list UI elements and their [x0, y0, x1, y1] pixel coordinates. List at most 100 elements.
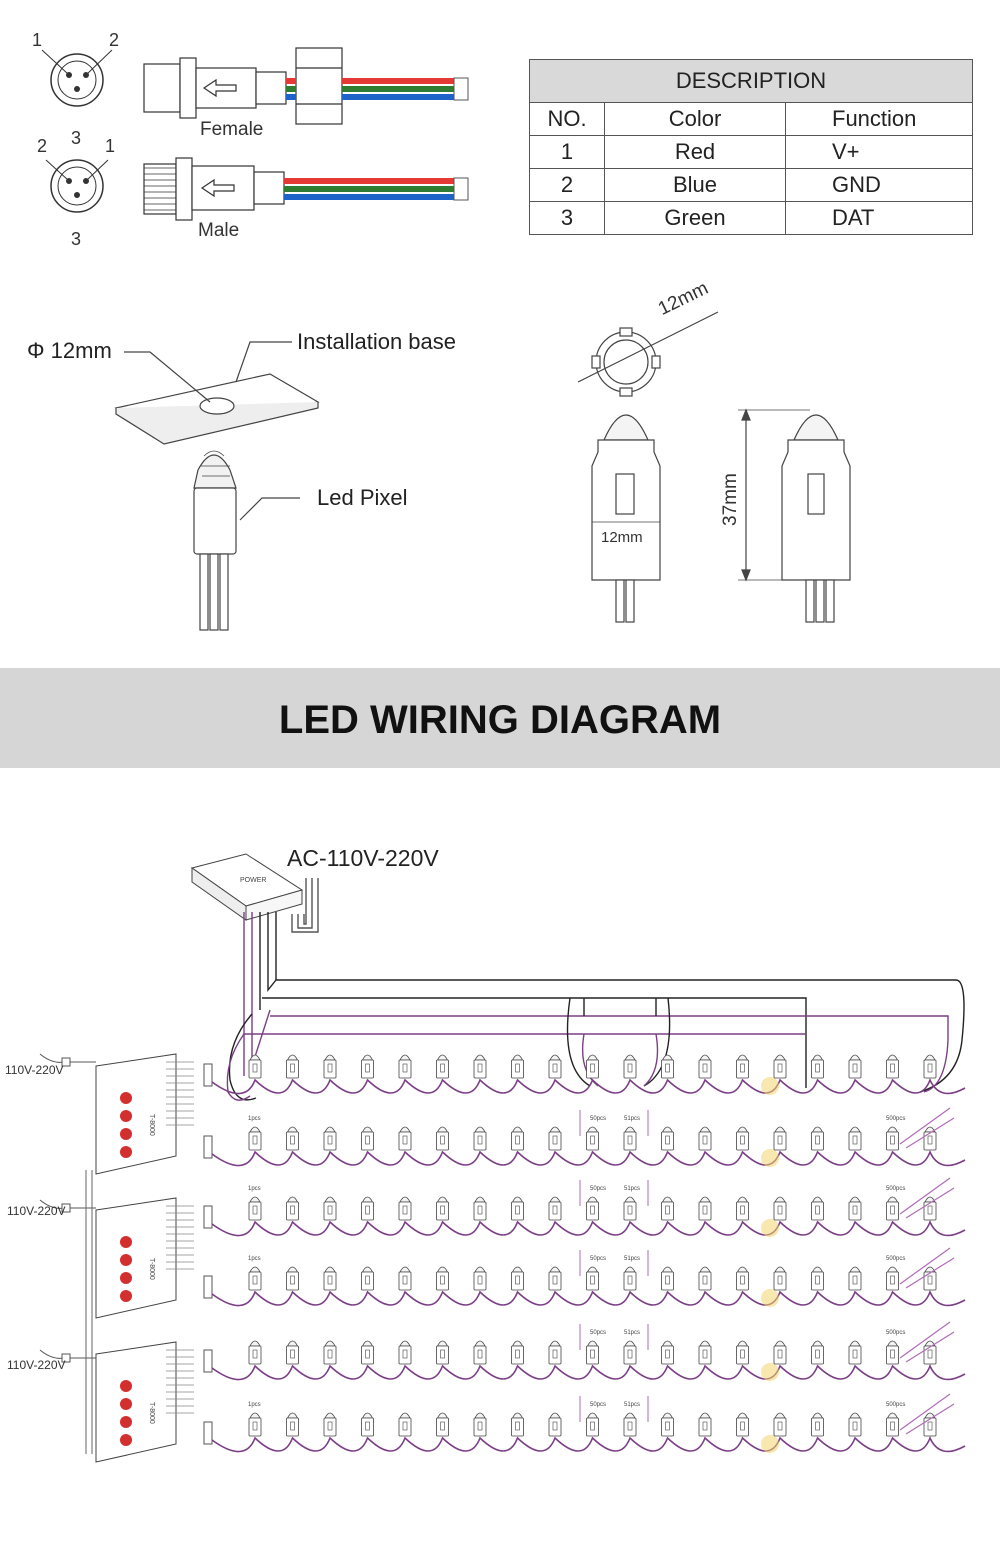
led-pixel — [323, 1340, 337, 1365]
led-pixel — [661, 1266, 674, 1291]
section-band — [0, 668, 1000, 768]
led-pixel — [286, 1266, 299, 1291]
led-pixel — [773, 1340, 787, 1365]
led-pixel — [248, 1126, 262, 1151]
led-pixel — [511, 1126, 524, 1151]
led-pixel — [848, 1412, 862, 1437]
led-pixel — [623, 1266, 637, 1291]
controller-button — [120, 1272, 132, 1284]
led-pixel — [398, 1054, 412, 1079]
row-input-connector — [203, 1349, 213, 1373]
pixel-glow — [761, 1435, 779, 1453]
led-pixel — [248, 1054, 262, 1079]
led-pixel — [436, 1340, 449, 1365]
male-pin-3-label: 3 — [71, 229, 82, 249]
power-text: POWER — [240, 877, 266, 884]
led-pixel — [548, 1126, 562, 1151]
row-input-connector — [203, 1421, 213, 1445]
controller-button — [120, 1236, 132, 1248]
row-count-label: 1pcs — [248, 1116, 261, 1122]
controller-button — [120, 1110, 132, 1122]
led-pixel — [923, 1266, 937, 1291]
male-label: Male — [198, 220, 240, 241]
row-injection-wires — [579, 1110, 649, 1136]
connector-diagram — [41, 47, 469, 221]
led-pixel — [548, 1054, 562, 1079]
row-function: DAT — [785, 201, 973, 235]
row-count-label: 51pcs — [624, 1116, 640, 1122]
side-view-front — [591, 414, 661, 623]
male-connector — [143, 157, 285, 221]
led-pixel — [886, 1126, 899, 1151]
led-pixel — [586, 1412, 599, 1437]
led-pixel — [323, 1196, 337, 1221]
led-pixel — [811, 1340, 824, 1365]
header-no: NO. — [529, 102, 605, 136]
row-output-wires — [899, 1177, 955, 1219]
led-pixel — [661, 1340, 674, 1365]
led-pixel-drawing — [193, 450, 237, 631]
led-pixel — [623, 1126, 637, 1151]
led-pixel — [886, 1340, 899, 1365]
table-row: 1 Red V+ — [529, 135, 973, 169]
led-pixel — [323, 1054, 337, 1079]
led-pixel — [848, 1196, 862, 1221]
row-count-label: 50pcs — [590, 1116, 606, 1122]
table-row: 2 Blue GND — [529, 168, 973, 202]
controller-input-label-3: 110V-220V — [7, 1358, 66, 1372]
led-pixel — [323, 1412, 337, 1437]
led-pixel — [548, 1412, 562, 1437]
led-pixel — [398, 1412, 412, 1437]
led-pixel — [661, 1196, 674, 1221]
male-wires — [284, 177, 469, 201]
controller-t8000: T-8000 — [39, 1341, 194, 1463]
led-pixel — [698, 1196, 712, 1221]
led-pixel — [586, 1196, 599, 1221]
controller-button — [120, 1290, 132, 1302]
row-output-wires — [899, 1393, 955, 1435]
row-output-wires — [899, 1247, 955, 1289]
led-pixel — [886, 1196, 899, 1221]
sync-cable — [85, 1170, 93, 1454]
led-pixel — [811, 1196, 824, 1221]
led-pixel — [811, 1266, 824, 1291]
row-color: Red — [604, 135, 786, 169]
led-pixel — [286, 1340, 299, 1365]
led-pixel — [436, 1054, 449, 1079]
led-pixel — [698, 1126, 712, 1151]
pixel-cable — [211, 1219, 966, 1237]
led-pixel — [248, 1266, 262, 1291]
row-color: Blue — [604, 168, 786, 202]
row-input-connector — [203, 1135, 213, 1159]
led-pixel — [773, 1412, 787, 1437]
row-count-label: 1pcs — [248, 1402, 261, 1408]
side-view-profile — [781, 414, 851, 623]
led-pixel — [511, 1266, 524, 1291]
led-pixel — [698, 1412, 712, 1437]
led-pixel — [848, 1126, 862, 1151]
controller-input-label-2: 110V-220V — [7, 1204, 66, 1218]
row-count-label: 1pcs — [248, 1186, 261, 1192]
led-pixel — [736, 1196, 749, 1221]
header-function: Function — [785, 102, 973, 136]
row-count-label: 50pcs — [590, 1186, 606, 1192]
male-pin-face — [45, 159, 109, 213]
led-pixel — [361, 1266, 374, 1291]
header-color: Color — [604, 102, 786, 136]
pixel-cable — [211, 1149, 966, 1167]
female-pin-face — [41, 49, 113, 107]
controller-t8000: T-8000 — [39, 1053, 194, 1175]
led-pixel — [736, 1340, 749, 1365]
led-pixel — [286, 1196, 299, 1221]
led-pixel — [248, 1412, 262, 1437]
pixel-cable — [211, 1435, 966, 1453]
led-pixel — [623, 1412, 637, 1437]
row-no: 1 — [529, 135, 605, 169]
row-count-label: 500pcs — [886, 1402, 905, 1408]
led-pixel-label: Led Pixel — [317, 485, 408, 510]
pixel-cable — [211, 1289, 966, 1307]
led-pixel — [473, 1054, 487, 1079]
pixel-row — [203, 1054, 966, 1095]
